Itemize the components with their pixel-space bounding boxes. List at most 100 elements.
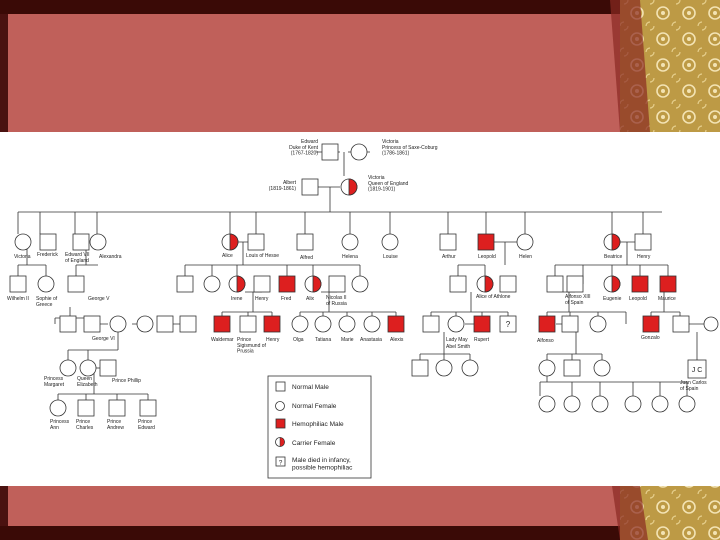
gen5-windsor-female [137, 316, 153, 332]
label-alice-of-athlone: Alice of Athlone [476, 294, 511, 300]
label-irene: Irene [231, 296, 243, 302]
victoria-saxe-coburg-female [351, 144, 367, 160]
label-queen-elizabeth: QueenElizabeth [77, 376, 98, 388]
prince-edward-male [140, 400, 156, 416]
label-prince-phillip: Prince Phillip [112, 378, 141, 384]
gen7-spain-female-3 [592, 396, 608, 412]
legend-normal-male: Normal Male [292, 384, 329, 391]
label-tatiana: Tatiana [315, 337, 331, 343]
leopold-hemophiliac-male [478, 234, 494, 250]
eugenie-carrier-half [612, 276, 620, 292]
anastasia-female [364, 316, 380, 332]
alice-of-athlone-carrier-half [485, 276, 493, 292]
alfred-male [297, 234, 313, 250]
gen6-spain-female-2 [594, 360, 610, 376]
louis-of-hesse-male [248, 234, 264, 250]
prince-sigismund-male [240, 316, 256, 332]
gen4-hesse-female-2 [352, 276, 368, 292]
alexandra-female [90, 234, 106, 250]
label-alice: Alice [222, 253, 233, 259]
pedigree-symbols [10, 144, 718, 416]
gen7-spain-female-6 [679, 396, 695, 412]
arthur-male [440, 234, 456, 250]
label-anastasia: Anastasia [360, 337, 382, 343]
bottom-dark-edge [0, 486, 8, 526]
legend-normal-female-symbol [276, 402, 285, 411]
henry-gen4-male [254, 276, 270, 292]
gen4-hesse-male-1 [177, 276, 193, 292]
top-dark-edge [0, 14, 8, 134]
tatiana-female [315, 316, 331, 332]
label-maurice: Maurice [658, 296, 676, 302]
label-albert: Albert(1819-1861) [269, 180, 297, 192]
legend-normal-female: Normal Female [292, 403, 337, 410]
edward-duke-of-kent-male [322, 144, 338, 160]
marie-female [339, 316, 355, 332]
louise-female [382, 234, 398, 250]
victoria-female [15, 234, 31, 250]
legend-question-mark: ? [279, 460, 283, 467]
label-helena: Helena [342, 254, 358, 260]
alfonso-xiii-male [567, 276, 583, 292]
label-frederick: Frederick [37, 252, 58, 258]
fred-hemophiliac-male [279, 276, 295, 292]
label-henry-gen4: Henry [255, 296, 269, 302]
gen5-windsor-male-4 [180, 316, 196, 332]
label-louis-of-hesse: Louis of Hesse [246, 253, 279, 259]
alexis-hemophiliac-male [388, 316, 404, 332]
label-olga: Olga [293, 337, 304, 343]
label-henry-gen5: Henry [266, 337, 280, 343]
sophie-of-greece-female [38, 276, 54, 292]
pedigree-diagram: EdwardDuke of Kent(1767-1820) VictoriaPr… [0, 132, 720, 486]
label-alix: Alix [306, 296, 315, 302]
princess-ann-female [50, 400, 66, 416]
gen7-spain-female-5 [652, 396, 668, 412]
queen-elizabeth-female [80, 360, 96, 376]
george-vi-spouse-female [110, 316, 126, 332]
label-alexandra: Alexandra [99, 254, 122, 260]
gen6-athlone-female-1 [436, 360, 452, 376]
label-beatrice: Beatrice [604, 254, 623, 260]
label-alfonso: Alfonso [537, 338, 554, 344]
label-fred: Fred [281, 296, 292, 302]
helen-female [517, 234, 533, 250]
wilhelm-ii-male [10, 276, 26, 292]
edward-vii-male [73, 234, 89, 250]
label-victoria: Victoria [14, 254, 31, 260]
label-princess-margaret: PrincessMargaret [44, 376, 65, 388]
irene-carrier-half [237, 276, 245, 292]
legend-male-died: Male died in infancy,possible hemophilia… [292, 457, 353, 471]
gen5-windsor-male-2 [84, 316, 100, 332]
lady-may-female [448, 316, 464, 332]
label-helen: Helen [519, 254, 532, 260]
label-leopold-gen4: Leopold [629, 296, 647, 302]
label-abel-smith: Abel Smith [446, 344, 470, 350]
legend-carrier-female: Carrier Female [292, 440, 336, 447]
helena-female [342, 234, 358, 250]
label-alfred: Alfred [300, 255, 313, 261]
henry-male [635, 234, 651, 250]
gen5-spain-male-3 [673, 316, 689, 332]
gen5-windsor-male-1 [60, 316, 76, 332]
gonzalo-hemophiliac-male [643, 316, 659, 332]
gen4-battenberg-male [547, 276, 563, 292]
alice-carrier-half [230, 234, 238, 250]
label-arthur: Arthur [442, 254, 456, 260]
alfonso-hemophiliac-male [539, 316, 555, 332]
legend-hemophiliac-male: Hemophiliac Male [292, 421, 344, 428]
gen7-spain-female-4 [625, 396, 641, 412]
label-marie: Marie [341, 337, 354, 343]
label-waldemar: Waldemar [211, 337, 234, 343]
gen7-spain-female-2 [564, 396, 580, 412]
label-victoria-queen: VictoriaQueen of England(1819-1901) [368, 175, 409, 193]
